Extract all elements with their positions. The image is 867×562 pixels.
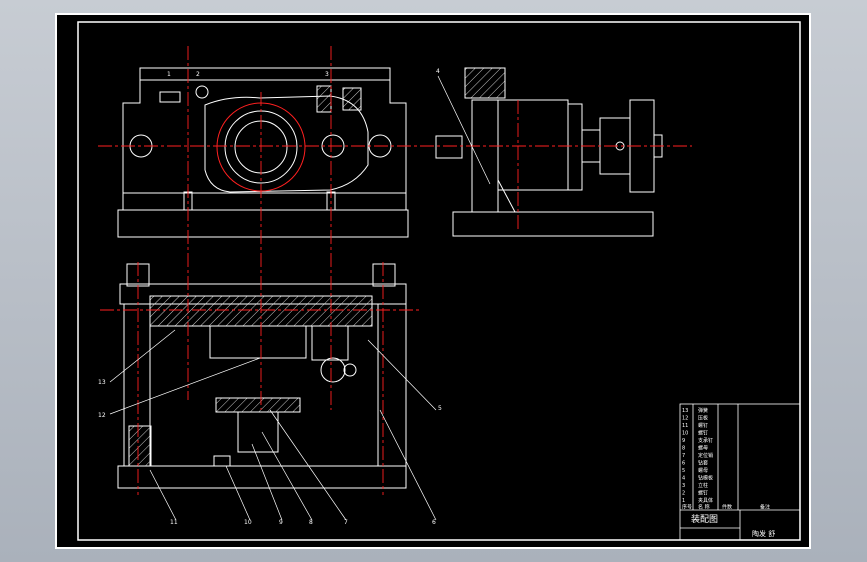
balloon-4: 4: [436, 68, 440, 75]
balloon-1: 1: [167, 71, 171, 78]
part-row-no: 2: [682, 491, 685, 497]
part-row-name: 螺母: [698, 445, 708, 452]
balloon-11: 11: [170, 519, 178, 526]
side-view-base: [452, 211, 654, 237]
clamp-lever: [204, 95, 369, 193]
leader-lines: [109, 75, 491, 521]
workpiece-outline: [209, 325, 307, 359]
support-plate: [215, 397, 301, 413]
drawing-sheet: [55, 13, 811, 549]
part-row-no: 8: [682, 446, 685, 452]
balloon-3: 3: [325, 71, 329, 78]
drawing-border: [77, 21, 801, 541]
header-no: 序号: [682, 504, 692, 511]
part-row-name: 钻模板: [698, 475, 713, 482]
part-row-name: 支承钉: [698, 437, 713, 444]
balloon-6: 6: [432, 519, 436, 526]
front-view-base: [117, 209, 409, 238]
designer-name: 陶发 舒: [752, 529, 775, 538]
balloon-12: 12: [98, 412, 106, 419]
part-row-name: 定位销: [698, 452, 713, 459]
header-qty: 件数: [722, 504, 732, 511]
part-row-name: 钻套: [698, 460, 708, 467]
balloon-9: 9: [279, 519, 283, 526]
part-row-no: 7: [682, 453, 685, 459]
part-row-name: 立柱: [698, 482, 708, 489]
part-row-no: 3: [682, 483, 685, 489]
part-row-name: 压板: [698, 415, 708, 422]
header-note: 备注: [760, 504, 770, 511]
part-row-no: 6: [682, 461, 685, 467]
part-row-name: 夹具体: [698, 497, 713, 504]
part-row-no: 11: [682, 423, 688, 429]
balloon-7: 7: [344, 519, 348, 526]
centre-lines: [98, 46, 692, 495]
front-view-body: [122, 67, 407, 210]
part-row-no: 13: [682, 408, 688, 414]
balloon-13: 13: [98, 379, 106, 386]
top-view-base-plate: [117, 465, 407, 489]
part-row-no: 5: [682, 468, 685, 474]
header-name: 名 称: [698, 504, 710, 511]
nut-right: [372, 263, 396, 287]
part-balloons: 1 2 3 4 5 6 7 8 9 10 11 12 13: [98, 68, 442, 526]
balloon-5: 5: [438, 405, 442, 412]
spring-housing: [320, 357, 346, 383]
part-row-name: 螺钉: [698, 490, 708, 497]
side-drill-plate: [464, 67, 506, 99]
part-row-no: 1: [682, 498, 685, 504]
title-block: 13 弹簧 12 压板 11 螺钉 10 螺钉 9 支承钉 8 螺母 7 定位销…: [679, 403, 801, 541]
part-row-no: 9: [682, 438, 685, 444]
part-row-name: 螺钉: [698, 430, 708, 437]
part-row-no: 10: [682, 431, 688, 437]
part-row-no: 4: [682, 476, 685, 482]
balloon-2: 2: [196, 71, 200, 78]
balloon-8: 8: [309, 519, 313, 526]
part-row-no: 12: [682, 416, 688, 422]
part-row-name: 弹簧: [698, 407, 708, 414]
part-row-name: 螺钉: [698, 422, 708, 429]
drawing-title: 装配图: [691, 513, 718, 525]
balloon-10: 10: [244, 519, 252, 526]
part-row-name: 螺母: [698, 467, 708, 474]
